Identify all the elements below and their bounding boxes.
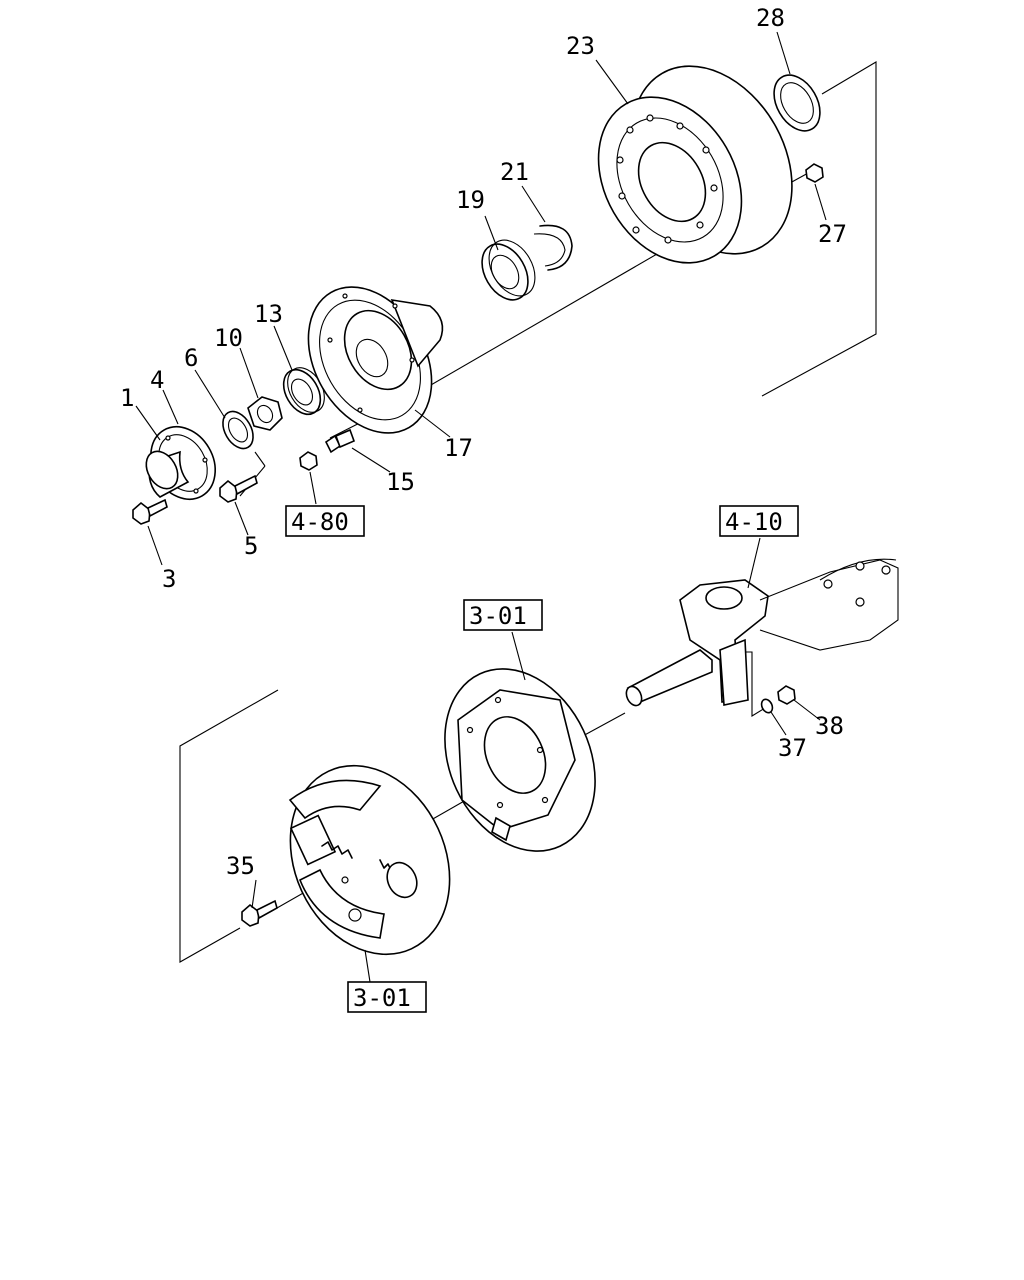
- part-6-seal: [222, 410, 254, 450]
- part-37-washer: [760, 698, 774, 714]
- reference-box-3-01-lower: 3-01: [347, 981, 427, 1013]
- callout-5: 5: [244, 532, 258, 560]
- part-28-oil-seal: [773, 74, 821, 132]
- part-38-nut: [777, 685, 796, 705]
- callout-35: 35: [226, 852, 255, 880]
- part-callout-labels: 1 3 4 5 6 10 13 15 17 19 21 23 27 28 35 …: [120, 4, 847, 880]
- reference-4-10-label: 4-10: [725, 508, 783, 536]
- callout-1: 1: [120, 384, 134, 412]
- callout-37: 37: [778, 734, 807, 762]
- callout-27: 27: [818, 220, 847, 248]
- reference-box-4-10: 4-10: [719, 505, 799, 537]
- callout-21: 21: [500, 158, 529, 186]
- part-23-brake-drum: [597, 65, 793, 264]
- part-15-hub-bolt: [324, 428, 356, 454]
- reference-4-80-label: 4-80: [291, 508, 349, 536]
- reference-box-3-01-upper: 3-01: [463, 599, 543, 631]
- callout-6: 6: [184, 344, 198, 372]
- reference-3-01-lower-label: 3-01: [353, 984, 411, 1012]
- part-35-bolt: [241, 899, 278, 927]
- part-19-bearing: [481, 239, 536, 301]
- callout-17: 17: [444, 434, 473, 462]
- part-21-snap-ring: [533, 224, 573, 271]
- steering-knuckle-axle: [625, 558, 899, 707]
- callout-leaders: [135, 31, 827, 983]
- part-17-wheel-hub: [307, 286, 444, 434]
- brake-shoe-assembly: [288, 764, 451, 956]
- part-13-bearing: [282, 367, 325, 416]
- callout-10: 10: [214, 324, 243, 352]
- callout-3: 3: [162, 565, 176, 593]
- callout-4: 4: [150, 366, 164, 394]
- callout-38: 38: [815, 712, 844, 740]
- callout-28: 28: [756, 4, 785, 32]
- part-27-nut: [805, 163, 824, 183]
- part-5-bolt: [219, 474, 258, 503]
- callout-15: 15: [386, 468, 415, 496]
- part-3-bolt: [132, 498, 168, 525]
- brake-backing-plate: [444, 668, 596, 852]
- hub-nut: [299, 451, 318, 471]
- reference-box-4-80: 4-80: [285, 505, 365, 537]
- callout-23: 23: [566, 32, 595, 60]
- callout-13: 13: [254, 300, 283, 328]
- part-1-hub-cap: [145, 426, 216, 500]
- reference-3-01-upper-label: 3-01: [469, 602, 527, 630]
- part-10-nut: [247, 396, 283, 431]
- callout-19: 19: [456, 186, 485, 214]
